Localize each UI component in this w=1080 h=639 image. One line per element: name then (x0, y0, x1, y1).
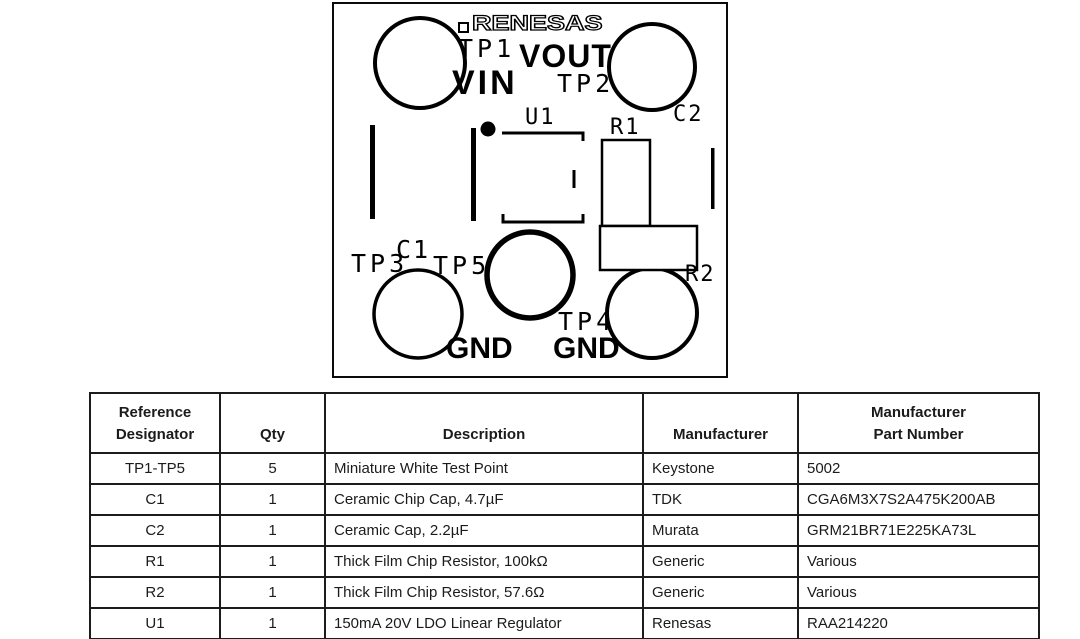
pcb-layout-diagram: RENESAS TP1 VOUT VIN TP2 C2 U1 R1 C1 TP3… (332, 2, 728, 378)
header-manufacturer: Manufacturer (642, 392, 799, 454)
label-u1: U1 (525, 105, 556, 130)
u1-pin1-dot (480, 121, 496, 137)
cell-manufacturer: TDK (642, 483, 799, 516)
bom-table-header: Reference Designator Qty Description Man… (89, 392, 1040, 454)
cell-ref: C2 (89, 514, 221, 547)
cell-qty: 5 (219, 452, 326, 485)
tp4-pad-circle (605, 266, 699, 360)
header-row: Reference Designator Qty Description Man… (89, 392, 1040, 454)
cell-qty: 1 (219, 514, 326, 547)
cell-qty: 1 (219, 545, 326, 578)
renesas-logo-text: RENESAS (471, 10, 603, 35)
r1-outline (600, 138, 652, 228)
cell-ref: C1 (89, 483, 221, 516)
table-row: C2 1 Ceramic Cap, 2.2µF Murata GRM21BR71… (89, 514, 1040, 547)
tp1-pad-circle (373, 16, 467, 110)
header-qty: Qty (219, 392, 326, 454)
tp5-pad-circle (484, 229, 576, 321)
header-manufacturer-part-number: Manufacturer Part Number (797, 392, 1040, 454)
cell-description: 150mA 20V LDO Linear Regulator (324, 607, 644, 639)
cell-part-number: Various (797, 545, 1040, 578)
label-tp4: TP4 (558, 307, 616, 336)
cell-part-number: GRM21BR71E225KA73L (797, 514, 1040, 547)
tp2-pad-circle (607, 22, 697, 112)
cell-description: Ceramic Chip Cap, 4.7µF (324, 483, 644, 516)
cell-qty: 1 (219, 607, 326, 639)
c1-pad-left-bar (370, 125, 375, 219)
cell-ref: TP1-TP5 (89, 452, 221, 485)
bom-table-body: TP1-TP5 5 Miniature White Test Point Key… (89, 452, 1040, 639)
label-c2: C2 (673, 102, 704, 127)
cell-ref: R2 (89, 576, 221, 609)
cell-part-number: RAA214220 (797, 607, 1040, 639)
label-r1: R1 (610, 115, 641, 140)
c2-pad-bar (711, 148, 715, 209)
label-r2: R2 (685, 262, 716, 287)
bom-table: Reference Designator Qty Description Man… (89, 392, 1040, 639)
cell-description: Thick Film Chip Resistor, 100kΩ (324, 545, 644, 578)
cell-manufacturer: Renesas (642, 607, 799, 639)
label-tp3: TP3 (351, 249, 409, 278)
label-gnd-left: GND (446, 332, 513, 365)
cell-ref: U1 (89, 607, 221, 639)
cell-description: Thick Film Chip Resistor, 57.6Ω (324, 576, 644, 609)
cell-part-number: 5002 (797, 452, 1040, 485)
cell-manufacturer: Generic (642, 576, 799, 609)
table-row: R1 1 Thick Film Chip Resistor, 100kΩ Gen… (89, 545, 1040, 578)
cell-description: Miniature White Test Point (324, 452, 644, 485)
cell-manufacturer: Keystone (642, 452, 799, 485)
label-tp1: TP1 (458, 34, 516, 63)
cell-ref: R1 (89, 545, 221, 578)
r2-outline (598, 224, 699, 272)
label-vin: VIN (452, 64, 518, 102)
cell-qty: 1 (219, 576, 326, 609)
label-tp2: TP2 (557, 69, 615, 98)
label-c1: C1 (396, 235, 431, 264)
label-gnd-right: GND (553, 332, 620, 365)
label-vout: VOUT (519, 38, 612, 74)
cell-manufacturer: Generic (642, 545, 799, 578)
cell-manufacturer: Murata (642, 514, 799, 547)
u1-outline-top (502, 131, 585, 141)
pcb-silkscreen-graphics (370, 16, 715, 360)
header-description: Description (324, 392, 644, 454)
renesas-logo-square-icon (458, 21, 469, 33)
u1-outline-bottom (501, 214, 585, 224)
table-row: R2 1 Thick Film Chip Resistor, 57.6Ω Gen… (89, 576, 1040, 609)
cell-qty: 1 (219, 483, 326, 516)
label-tp5: TP5 (433, 251, 491, 280)
table-row: TP1-TP5 5 Miniature White Test Point Key… (89, 452, 1040, 485)
cell-description: Ceramic Cap, 2.2µF (324, 514, 644, 547)
c1-pad-right-bar (471, 128, 476, 221)
cell-part-number: Various (797, 576, 1040, 609)
table-row: C1 1 Ceramic Chip Cap, 4.7µF TDK CGA6M3X… (89, 483, 1040, 516)
table-row: U1 1 150mA 20V LDO Linear Regulator Rene… (89, 607, 1040, 639)
tp3-pad-circle (372, 268, 464, 360)
cell-part-number: CGA6M3X7S2A475K200AB (797, 483, 1040, 516)
header-reference-designator: Reference Designator (89, 392, 221, 454)
renesas-logo: RENESAS (458, 10, 603, 36)
